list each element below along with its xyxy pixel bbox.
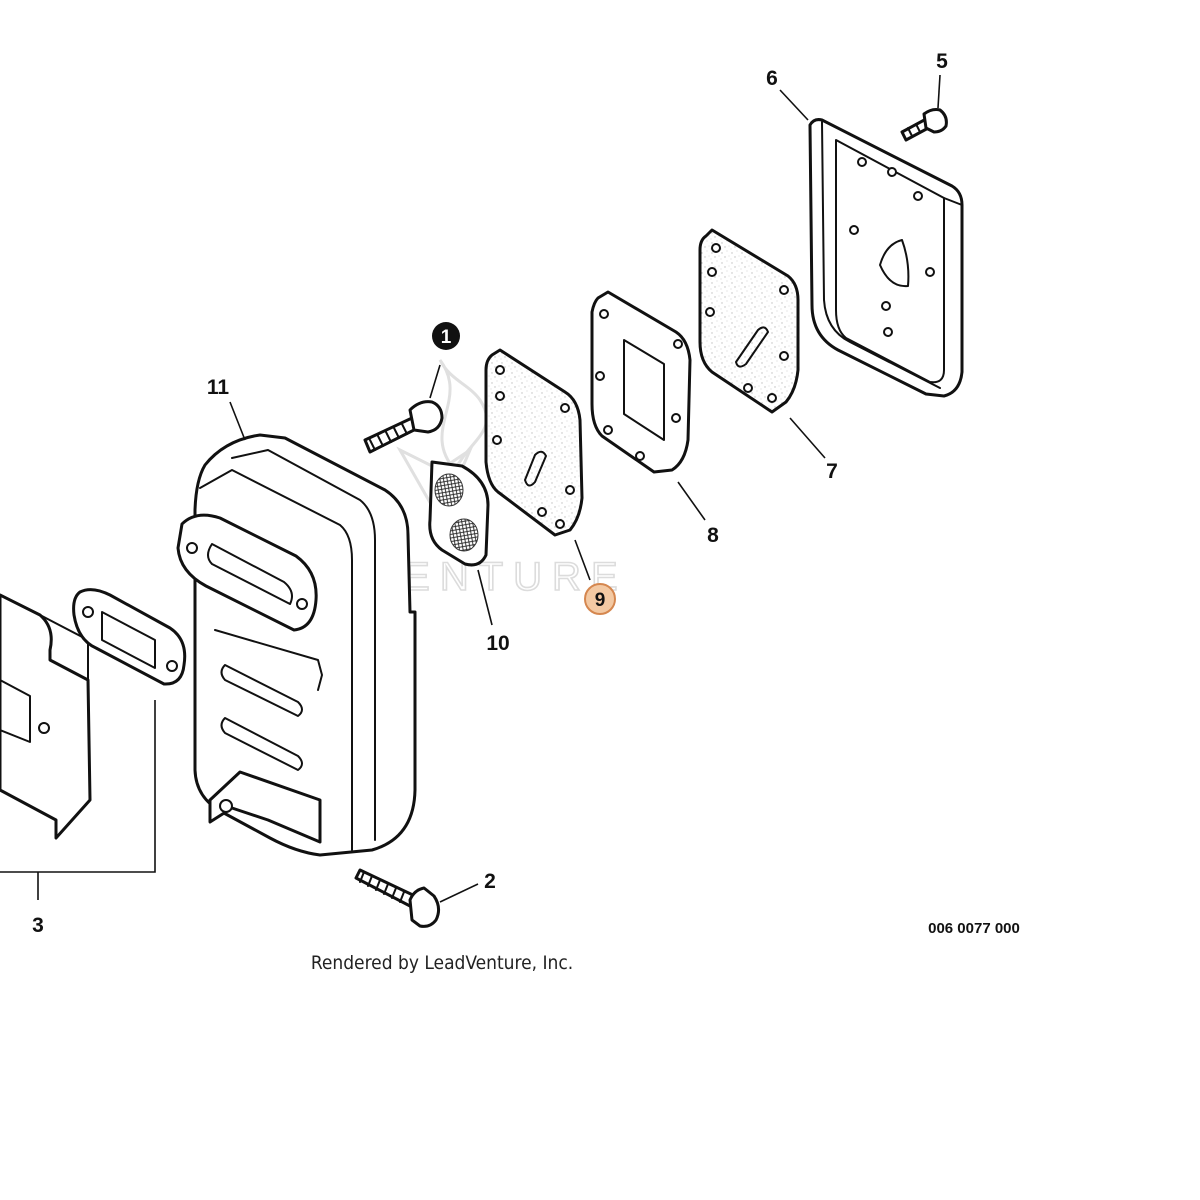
leader-2 (439, 883, 479, 903)
leader-10 (477, 569, 493, 626)
callout-8: 8 (707, 524, 719, 547)
part-3-gasket (72, 588, 187, 686)
callout-6: 6 (766, 67, 778, 90)
callout-3: 3 (32, 914, 44, 937)
part-9-gasket (484, 348, 584, 537)
svg-text:1: 1 (441, 327, 452, 348)
callout-11: 11 (207, 376, 230, 399)
part-1-bolt (363, 400, 444, 454)
leader-1 (429, 364, 441, 399)
part-11-muffler (176, 433, 417, 857)
part-3-cover (0, 593, 92, 840)
svg-text:9: 9 (595, 590, 606, 611)
leader-9 (574, 539, 591, 581)
leader-7 (789, 417, 826, 459)
part-2-bolt (354, 868, 441, 928)
leader-3 (0, 700, 156, 900)
callout-9-highlighted[interactable]: 9 (584, 583, 616, 615)
callout-10: 10 (486, 632, 509, 655)
callout-7: 7 (826, 460, 838, 483)
part-7-gasket (698, 228, 800, 414)
leader-6 (779, 89, 809, 121)
part-10-screen (428, 460, 490, 567)
leader-8 (677, 481, 706, 521)
highlight-circle (584, 583, 616, 615)
callout-badge-1 (432, 322, 460, 350)
callout-2: 2 (484, 870, 496, 893)
part-8-gasket (590, 290, 692, 474)
leader-11 (229, 401, 246, 441)
part-6-cover-plate (808, 118, 964, 398)
part-code: 006 0077 000 (928, 920, 1020, 937)
part-5-screw (900, 108, 948, 142)
callout-1: 1 (432, 322, 460, 350)
leader-5 (937, 74, 941, 109)
render-credit: Rendered by LeadVenture, Inc. (311, 952, 573, 974)
callout-5: 5 (936, 50, 948, 73)
